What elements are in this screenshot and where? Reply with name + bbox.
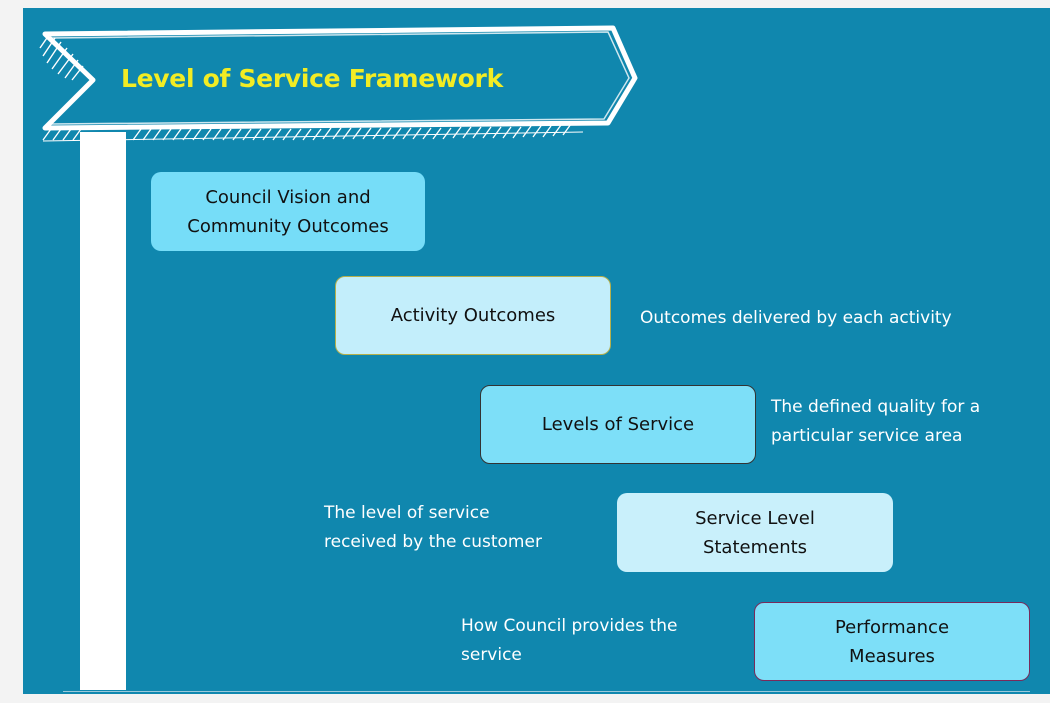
diagram-canvas: Level of Service Framework Council Visio… — [23, 8, 1050, 694]
box-service-level-statements-line-2: Statements — [702, 536, 808, 558]
desc-levels-of-service-line-1: The defined quality for a — [771, 397, 981, 417]
signpost-graphic — [39, 25, 638, 690]
board-underline — [42, 131, 584, 142]
box-activity-outcomes-label: Activity Outcomes — [390, 305, 556, 326]
box-levels-of-service: Levels of Service — [480, 385, 756, 464]
box-service-level-statements: Service Level Statements — [617, 493, 893, 572]
box-activity-outcomes: Activity Outcomes — [335, 276, 611, 355]
box-council-vision-line-1: Council Vision and — [205, 186, 371, 208]
desc-performance-measures-line-1: How Council provides the — [461, 616, 678, 636]
box-levels-of-service-label: Levels of Service — [541, 414, 695, 435]
baseline-divider — [63, 691, 1030, 692]
board-hatching-top — [39, 34, 84, 81]
box-council-vision-line-2: Community Outcomes — [187, 215, 389, 237]
box-performance-measures: Performance Measures — [754, 602, 1030, 681]
desc-levels-of-service-line-2: particular service area — [771, 426, 963, 446]
signpost-board — [42, 25, 638, 131]
desc-performance-measures-line-2: service — [461, 645, 522, 665]
box-service-level-statements-line-1: Service Level — [695, 507, 815, 529]
desc-activity-outcomes: Outcomes delivered by each activity — [640, 304, 952, 333]
desc-performance-measures: How Council provides the service — [461, 612, 678, 670]
signpost-pole — [80, 132, 126, 690]
box-council-vision: Council Vision and Community Outcomes — [151, 172, 425, 251]
desc-service-level-statements-line-1: The level of service — [324, 503, 490, 523]
box-performance-measures-line-1: Performance — [834, 616, 950, 638]
desc-service-level-statements: The level of service received by the cus… — [324, 499, 542, 557]
framework-title: Level of Service Framework — [121, 64, 503, 93]
desc-activity-outcomes-line-1: Outcomes delivered by each activity — [640, 308, 952, 328]
desc-levels-of-service: The defined quality for a particular ser… — [771, 393, 980, 451]
box-performance-measures-line-2: Measures — [849, 645, 935, 667]
desc-service-level-statements-line-2: received by the customer — [324, 532, 542, 552]
